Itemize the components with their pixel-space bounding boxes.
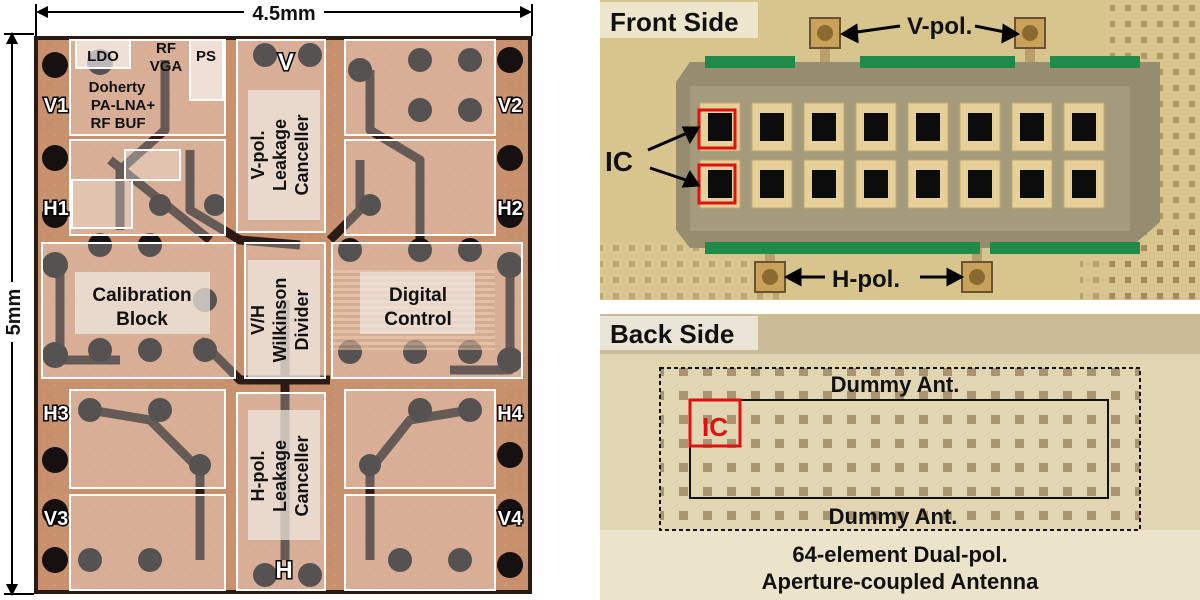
v-pol-label: V-pol. [907, 13, 972, 40]
v-leak-label-2: Leakage [270, 119, 290, 191]
rf-vga-label-1: RF [156, 40, 176, 57]
antenna-caption-line-2: Aperture-coupled Antenna [762, 569, 1039, 594]
pad-label-h4: H4 [497, 403, 523, 425]
antenna-caption-line-1: 64-element Dual-pol. [792, 542, 1007, 567]
back-side-title: Back Side [610, 319, 734, 349]
v-leak-label-1: V-pol. [248, 131, 268, 180]
v-leak-label-3: Canceller [292, 114, 312, 195]
bond-pads [42, 43, 523, 587]
label-backgrounds [75, 90, 475, 540]
calibration-label-2: Block [116, 309, 168, 330]
block-labels: LDO RF VGA PS Doherty PA-LNA+ RF BUF Cal… [87, 40, 452, 330]
h-leak-label-2: Leakage [270, 440, 290, 512]
dummy-ant-bottom-label: Dummy Ant. [829, 504, 958, 529]
feed-lines [765, 35, 1035, 280]
active-antenna-boundary [689, 399, 1109, 499]
pad-label-h3: H3 [43, 403, 69, 425]
ldo-label: LDO [87, 48, 119, 65]
vertical-labels: V-pol. Leakage Canceller V/H Wilkinson D… [248, 114, 312, 516]
pad-label-v4: V4 [498, 508, 523, 530]
dummy-antenna-boundary [659, 367, 1141, 531]
green-strips [705, 56, 1140, 254]
die-photo: LDO RF VGA PS Doherty PA-LNA+ RF BUF Cal… [2, 2, 533, 596]
back-side-photo: Back Side Dummy Ant. Dummy Ant. IC 64-el… [600, 314, 1200, 600]
width-dimension-label: 4.5mm [252, 3, 315, 25]
front-side-title: Front Side [610, 7, 739, 37]
digital-control-label-2: Control [384, 309, 452, 330]
connectors [754, 17, 1046, 293]
wilkinson-label-1: V/H [248, 305, 268, 335]
antenna-grid [660, 368, 1140, 528]
pad-label-v1: V1 [44, 95, 68, 117]
h-pol-label: H-pol. [832, 266, 900, 293]
pad-label-v3: V3 [44, 508, 68, 530]
h-leak-label-1: H-pol. [248, 451, 268, 502]
pad-label-v-top: V [278, 49, 294, 76]
dummy-ant-top-label: Dummy Ant. [831, 372, 960, 397]
doherty-label-2: PA-LNA+ [91, 97, 156, 114]
pad-label-h1: H1 [43, 198, 69, 220]
doherty-label-3: RF BUF [91, 115, 146, 132]
pad-label-v2: V2 [498, 95, 522, 117]
ps-label: PS [196, 48, 216, 65]
front-ic-label: IC [605, 146, 633, 177]
pad-labels: V1 V2 H1 H2 H3 H4 V3 V4 V H [42, 48, 525, 586]
back-ic-highlight [688, 398, 742, 448]
front-side-photo: Front Side V-pol. H-pol. IC [600, 0, 1200, 300]
panel-divider [600, 300, 1200, 314]
h-leak-label-3: Canceller [292, 435, 312, 516]
pad-label-h-bottom: H [275, 557, 292, 584]
rf-vga-label-2: VGA [150, 58, 183, 75]
chip-array [699, 102, 1105, 209]
back-ic-label: IC [702, 412, 728, 442]
height-dimension-label: 5mm [3, 289, 25, 336]
wilkinson-label-3: Divider [292, 289, 312, 350]
doherty-label-1: Doherty [89, 79, 146, 96]
digital-control-label-1: Digital [389, 285, 447, 306]
callout-arrows [647, 23, 1021, 287]
wilkinson-label-2: Wilkinson [270, 278, 290, 363]
calibration-label-1: Calibration [92, 285, 191, 306]
pad-label-h2: H2 [497, 198, 523, 220]
